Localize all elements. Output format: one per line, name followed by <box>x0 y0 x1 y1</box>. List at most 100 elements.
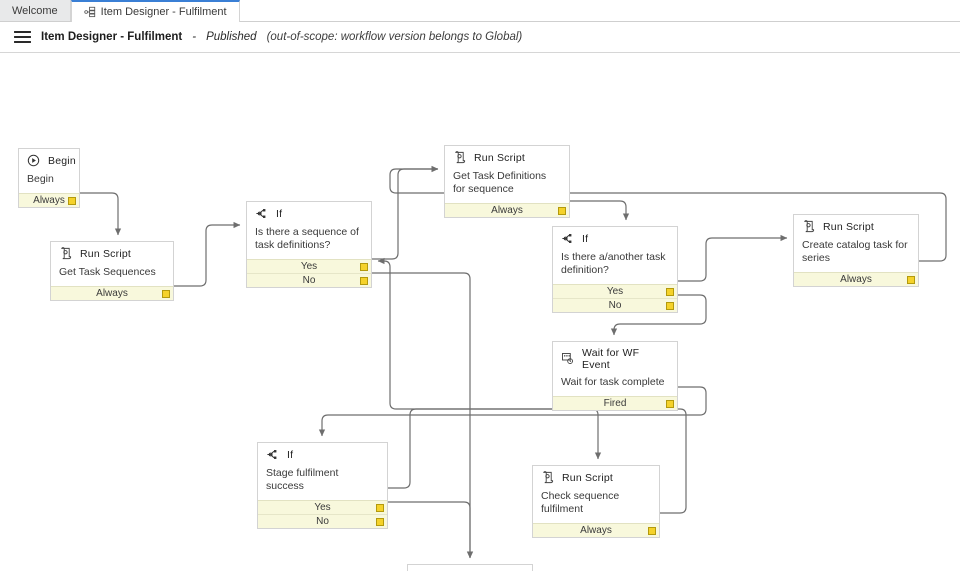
node-begin-output-always[interactable]: Always <box>19 193 79 207</box>
branch-icon <box>561 232 575 246</box>
node-check-sequence-header: Run Script <box>533 466 659 488</box>
output-port[interactable] <box>360 262 368 271</box>
play-circle-icon <box>27 154 41 168</box>
output-label: Always <box>491 205 523 216</box>
output-label: Always <box>840 274 872 285</box>
node-if-another-task-definition[interactable]: If Is there a/another task definition? Y… <box>552 226 678 313</box>
node-create-catalog-description: Create catalog task for series <box>802 239 908 264</box>
wire-gettasks-to-if-sequence <box>174 221 241 287</box>
node-get-task-definitions-type: Run Script <box>474 152 526 164</box>
output-port[interactable] <box>360 276 368 285</box>
node-if-stage-output-yes[interactable]: Yes <box>258 500 387 514</box>
node-wait-for-wf-event[interactable]: Wait for WF Event Wait for task complete… <box>552 341 678 411</box>
output-label: Always <box>33 195 65 206</box>
tab-item-designer-fulfilment[interactable]: Item Designer - Fulfilment <box>70 0 240 22</box>
scope-note: (out-of-scope: workflow version belongs … <box>266 31 523 43</box>
title-separator: - <box>192 31 197 43</box>
workflow-state: Published <box>206 31 257 43</box>
node-get-task-definitions-header: Run Script <box>445 146 569 168</box>
branch-icon <box>255 207 269 221</box>
node-if-sequence-of-task-definitions[interactable]: If Is there a sequence of task definitio… <box>246 201 372 288</box>
node-get-task-definitions-output-always[interactable]: Always <box>445 203 569 217</box>
node-begin-type: Begin <box>48 155 76 167</box>
output-port[interactable] <box>907 275 915 284</box>
workflow-canvas[interactable]: Begin Begin Always Run Script Get Task S… <box>0 53 960 571</box>
output-port[interactable] <box>648 526 656 535</box>
wire-getdefs-to-if-another <box>570 200 630 221</box>
node-check-sequence-output-always[interactable]: Always <box>533 523 659 537</box>
node-get-task-sequences-description: Get Task Sequences <box>59 266 156 278</box>
output-port[interactable] <box>666 301 674 310</box>
node-create-catalog-task-for-series[interactable]: Run Script Create catalog task for serie… <box>793 214 919 287</box>
node-get-task-definitions-description: Get Task Definitions for sequence <box>453 170 547 195</box>
node-return-header: Return Value <box>408 565 532 571</box>
node-wait-type: Wait for WF Event <box>582 347 640 371</box>
output-port[interactable] <box>376 503 384 512</box>
tab-item-designer-label: Item Designer - Fulfilment <box>100 6 227 18</box>
node-if-another-output-yes[interactable]: Yes <box>553 284 677 298</box>
tab-bar: Welcome Item Designer - Fulfilment <box>0 0 960 22</box>
output-port[interactable] <box>666 399 674 408</box>
node-wait-output-fired[interactable]: Fired <box>553 396 677 410</box>
node-if-another-output-no[interactable]: No <box>553 298 677 312</box>
return-value-icon <box>416 570 430 571</box>
script-icon <box>802 220 816 234</box>
node-begin-description: Begin <box>27 173 54 185</box>
output-label: No <box>608 300 622 311</box>
node-begin[interactable]: Begin Begin Always <box>18 148 80 208</box>
node-if-another-type: If <box>582 233 589 245</box>
wire-wait-to-if-stage <box>318 386 707 437</box>
page-title: Item Designer - Fulfilment <box>41 31 183 43</box>
wire-ifanother-no-to-wait <box>610 294 707 336</box>
output-label: Yes <box>606 286 624 297</box>
node-get-task-definitions-for-sequence[interactable]: Run Script Get Task Definitions for sequ… <box>444 145 570 218</box>
tab-welcome-label: Welcome <box>12 4 58 17</box>
wire-checkseq-loop-to-ifsequence <box>377 257 687 514</box>
branch-icon <box>266 448 280 462</box>
title-bar: Item Designer - Fulfilment - Published (… <box>0 22 960 53</box>
output-port[interactable] <box>558 206 566 215</box>
node-wait-description: Wait for task complete <box>561 376 665 388</box>
wait-event-icon <box>561 352 575 366</box>
output-port[interactable] <box>376 517 384 526</box>
output-port[interactable] <box>162 289 170 298</box>
wire-ifstage-no-to-return <box>388 501 474 559</box>
output-label: Yes <box>314 502 331 513</box>
node-create-catalog-header: Run Script <box>794 215 918 237</box>
node-if-sequence-description: Is there a sequence of task definitions? <box>255 226 359 251</box>
node-return-fulfilment-status[interactable]: Return Value Return fulfilment status Al… <box>407 564 533 571</box>
output-label: Yes <box>300 261 318 272</box>
output-label: Always <box>580 525 612 536</box>
node-if-stage-fulfilment-success[interactable]: If Stage fulfilment success Yes No <box>257 442 388 529</box>
node-if-sequence-type: If <box>276 208 283 220</box>
node-if-stage-description: Stage fulfilment success <box>266 467 339 492</box>
output-label: Fired <box>603 398 627 409</box>
node-if-sequence-output-yes[interactable]: Yes <box>247 259 371 273</box>
node-check-sequence-description: Check sequence fulfilment <box>541 490 620 515</box>
node-check-sequence-fulfilment[interactable]: Run Script Check sequence fulfilment Alw… <box>532 465 660 538</box>
node-create-catalog-output-always[interactable]: Always <box>794 272 918 286</box>
node-if-sequence-output-no[interactable]: No <box>247 273 371 287</box>
node-get-task-sequences-output-always[interactable]: Always <box>51 286 173 300</box>
node-wait-header: Wait for WF Event <box>553 342 677 374</box>
wire-ifanother-yes-to-createcatalog <box>678 234 788 282</box>
node-check-sequence-type: Run Script <box>562 472 614 484</box>
output-port[interactable] <box>666 287 674 296</box>
node-if-stage-header: If <box>258 443 387 465</box>
script-icon <box>453 151 467 165</box>
node-get-task-sequences-type: Run Script <box>80 248 132 260</box>
output-label: Always <box>96 288 128 299</box>
script-icon <box>59 247 73 261</box>
node-if-stage-output-no[interactable]: No <box>258 514 387 528</box>
wire-ifseq-no-to-return <box>372 272 474 559</box>
node-if-another-header: If <box>553 227 677 249</box>
node-get-task-sequences[interactable]: Run Script Get Task Sequences Always <box>50 241 174 301</box>
node-create-catalog-type: Run Script <box>823 221 875 233</box>
hamburger-icon[interactable] <box>14 30 31 44</box>
script-icon <box>541 471 555 485</box>
connector-layer <box>80 165 947 559</box>
output-port[interactable] <box>68 196 76 205</box>
tab-welcome[interactable]: Welcome <box>0 0 71 21</box>
tab-bar-filler <box>239 0 960 21</box>
output-label: No <box>302 275 316 286</box>
